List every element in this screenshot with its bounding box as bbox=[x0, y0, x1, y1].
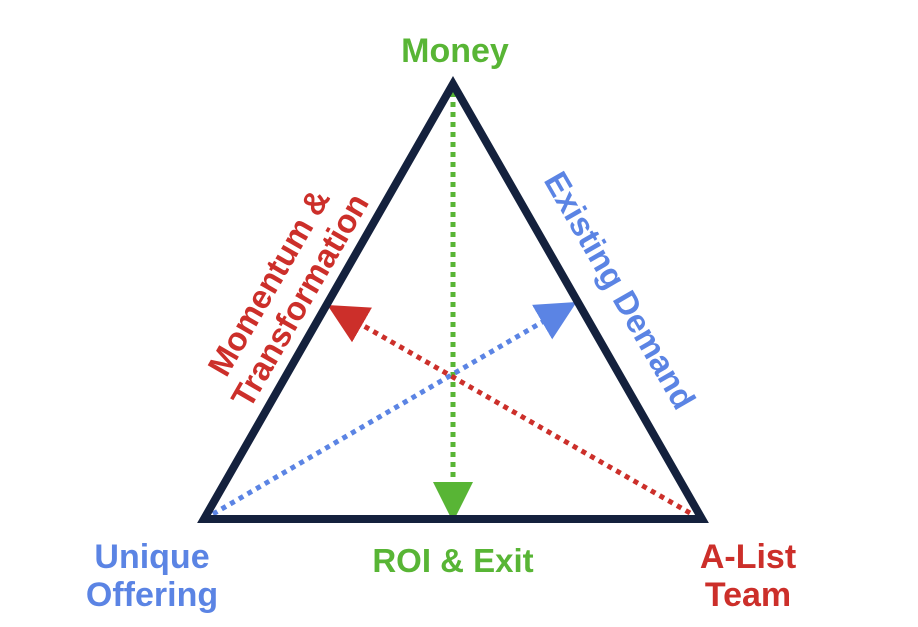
offering-to-demand-arrow bbox=[211, 301, 577, 517]
money-label: Money bbox=[401, 32, 509, 70]
triangle-outline bbox=[197, 75, 709, 523]
unique-offering-label-line2: Offering bbox=[86, 576, 218, 614]
roi-exit-label: ROI & Exit bbox=[372, 542, 533, 579]
team-to-transformation-arrow bbox=[327, 305, 692, 516]
a-list-team-label-line1: A-List bbox=[700, 538, 796, 576]
unique-offering-label-line1: Unique bbox=[94, 538, 209, 576]
a-list-team-label-line2: Team bbox=[705, 576, 791, 614]
